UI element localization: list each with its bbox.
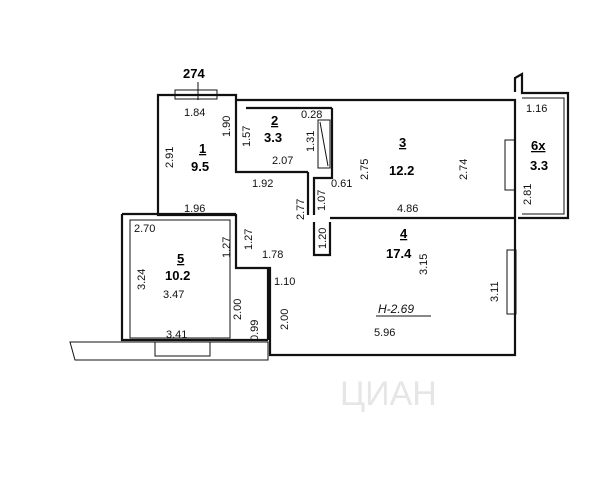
dim-1-78: 1.78	[262, 249, 283, 261]
dim-4-86: 4.86	[397, 203, 418, 215]
room-5-area: 10.2	[165, 268, 190, 283]
room-1-number: 1	[199, 141, 206, 156]
dim-1-07: 1.07	[316, 190, 328, 211]
dim-0-99: 0.99	[249, 320, 261, 341]
dim-3-41: 3.41	[166, 329, 187, 341]
wall-room5-inner	[129, 219, 231, 339]
dim-0-28: 0.28	[301, 109, 322, 121]
dim-1-20: 1.20	[317, 228, 329, 249]
dim-1-90: 1.90	[221, 116, 233, 137]
dim-5-96: 5.96	[374, 327, 395, 339]
dim-2-07: 2.07	[272, 155, 293, 167]
room-6x-area: 3.3	[530, 158, 548, 173]
dim-2-00b: 2.00	[279, 309, 291, 330]
dim-2-70: 2.70	[134, 223, 155, 235]
dim-3-24: 3.24	[136, 269, 148, 290]
room-6x-number: 6х	[531, 138, 546, 153]
wall-room1-room2	[234, 100, 308, 174]
wall-corridor-lower	[312, 222, 332, 257]
window-room3	[504, 139, 516, 191]
room-1-area: 9.5	[191, 159, 209, 174]
dim-1-92: 1.92	[252, 178, 273, 190]
outer-wall-main	[156, 93, 517, 357]
dim-2-74: 2.74	[458, 159, 470, 180]
dim-1-27a: 1.27	[221, 237, 233, 258]
window-room4	[506, 249, 517, 315]
dim-2-81: 2.81	[522, 184, 534, 205]
dim-1-16: 1.16	[526, 103, 547, 115]
room-3-number: 3	[399, 135, 406, 150]
balcony-6x-outline	[513, 72, 570, 220]
room-2-number: 2	[271, 113, 278, 128]
dim-1-84: 1.84	[184, 107, 205, 119]
dim-1-96: 1.96	[184, 203, 205, 215]
vent-shaft	[317, 119, 331, 169]
outer-wall-room5	[120, 212, 270, 342]
dim-1-27b: 1.27	[243, 229, 255, 250]
room-4-number: 4	[400, 226, 408, 241]
room-4-area: 17.4	[386, 246, 412, 261]
dim-3-15: 3.15	[418, 254, 430, 275]
plan-code: 274	[183, 66, 205, 81]
watermark-text: ЦИАН	[340, 375, 437, 413]
balcony-slab	[69, 341, 269, 361]
balcony-6x-inner	[522, 97, 565, 215]
dim-1-57: 1.57	[241, 126, 253, 147]
dim-2-75: 2.75	[359, 159, 371, 180]
dim-2-91: 2.91	[164, 147, 176, 168]
room-2-area: 3.3	[264, 130, 282, 145]
dim-2-77: 2.77	[295, 199, 307, 220]
window-bottom	[154, 341, 211, 357]
dim-1-31: 1.31	[305, 131, 317, 152]
ceiling-height: H-2.69	[378, 302, 414, 316]
dim-1-10: 1.10	[274, 276, 295, 288]
dim-2-00a: 2.00	[232, 299, 244, 320]
room-3-area: 12.2	[389, 163, 414, 178]
window-room1	[174, 89, 218, 100]
wall-room2-room3	[312, 108, 334, 215]
room-5-number: 5	[177, 251, 184, 266]
dim-3-47: 3.47	[163, 289, 184, 301]
dim-3-11: 3.11	[489, 281, 501, 302]
dim-0-61: 0.61	[331, 178, 352, 190]
